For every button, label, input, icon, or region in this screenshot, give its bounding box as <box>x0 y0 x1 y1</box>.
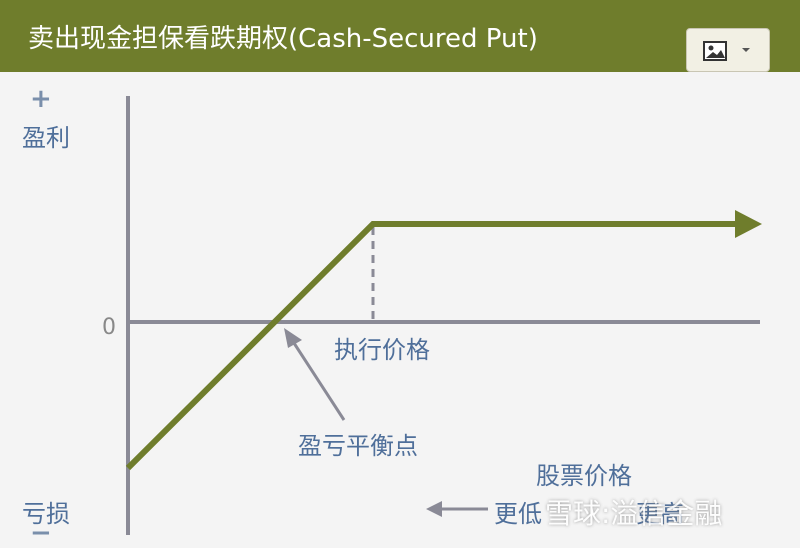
breakeven-arrowhead <box>284 328 302 348</box>
stock-price-label: 股票价格 <box>536 462 632 490</box>
breakeven-pointer <box>290 339 346 421</box>
page-title: 卖出现金担保看跌期权(Cash-Secured Put) <box>28 24 538 54</box>
minus-sign: − <box>30 518 52 548</box>
profit-label: 盈利 <box>22 124 70 152</box>
picture-icon <box>703 41 727 61</box>
higher-label: 更高 <box>636 500 684 528</box>
lower-label: 更低 <box>494 500 542 528</box>
image-menu-button[interactable] <box>686 28 770 72</box>
title-bar: 卖出现金担保看跌期权(Cash-Secured Put) <box>0 0 800 72</box>
payoff-arrowhead <box>735 210 762 238</box>
caret-down-icon <box>742 48 750 52</box>
payoff-line <box>125 221 735 471</box>
zero-label: 0 <box>102 315 116 340</box>
watermark: 雪球:溢信金融 <box>545 497 723 530</box>
plus-sign: + <box>30 84 52 114</box>
payoff-diagram: + 盈利 0 执行价格 盈亏平衡点 股票价格 更低 更高 亏损 − <box>0 72 800 548</box>
breakeven-label: 盈亏平衡点 <box>298 432 418 460</box>
loss-label: 亏损 <box>22 500 70 528</box>
payoff-svg <box>125 96 762 535</box>
strike-price-label: 执行价格 <box>334 336 430 364</box>
lower-arrowhead <box>426 501 442 517</box>
